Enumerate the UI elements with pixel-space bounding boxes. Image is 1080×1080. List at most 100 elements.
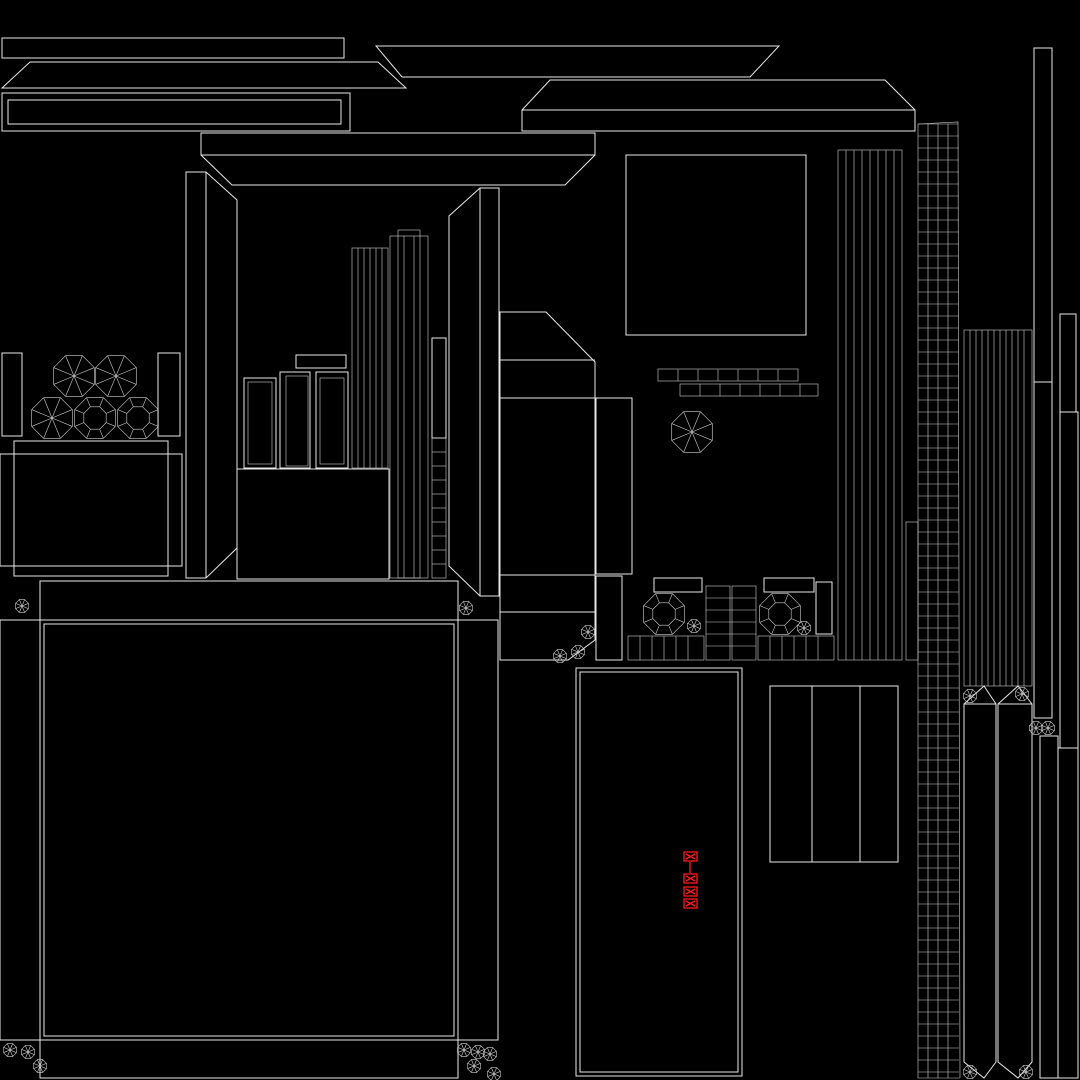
barrel-edge — [115, 375, 137, 385]
bolt-head-edge — [1025, 1065, 1029, 1073]
machines-group — [243, 337, 833, 635]
crate[interactable] — [243, 377, 277, 469]
pipe-column[interactable] — [397, 229, 421, 579]
selected-faces-group[interactable] — [683, 851, 698, 909]
bolt-head-edge — [39, 1065, 43, 1073]
bolt-head-edge — [473, 1059, 477, 1067]
crate[interactable] — [319, 377, 345, 465]
stairs[interactable] — [731, 585, 757, 661]
barrel-edge — [683, 431, 693, 453]
barrel-edge — [759, 605, 769, 610]
bolt-head-edge — [473, 1065, 477, 1073]
bolt-head-edge — [1033, 727, 1037, 735]
bolt-head-edge — [585, 631, 589, 639]
bolt-head-edge — [797, 627, 805, 631]
wall-side[interactable] — [1, 352, 23, 437]
crate-top[interactable] — [295, 354, 347, 369]
roof-slab[interactable] — [0, 61, 408, 89]
selected-face[interactable] — [683, 898, 698, 909]
bolt-head-edge — [21, 1051, 29, 1055]
bolt-head-edge — [37, 1059, 41, 1067]
bolt-head-edge — [463, 1047, 471, 1051]
barrel-edge — [668, 625, 673, 635]
bolt-head-edge — [9, 1047, 17, 1051]
bolt-head-edge — [487, 1071, 495, 1075]
crate[interactable] — [315, 371, 349, 469]
selected-face[interactable] — [683, 851, 698, 862]
wall-panel[interactable] — [0, 453, 183, 567]
bolt-head-edge — [575, 645, 579, 653]
bolt-head-edge — [1019, 693, 1023, 701]
bolt-head-edge — [1019, 687, 1023, 695]
beam[interactable] — [997, 685, 1033, 1079]
barrel-edge — [691, 431, 701, 453]
floor-tiles[interactable] — [627, 635, 705, 661]
vent-grate[interactable] — [963, 329, 1033, 687]
bolt-head-edge — [489, 1053, 497, 1057]
machine-block[interactable] — [815, 581, 833, 635]
crate[interactable] — [279, 371, 311, 469]
barrel-edge — [107, 355, 117, 377]
selected-face[interactable] — [683, 886, 698, 897]
barrel-stacks-group — [31, 355, 801, 635]
bolt-head-edge — [801, 621, 805, 629]
barrel-edge — [106, 422, 116, 427]
bolt-head-edge — [473, 1065, 481, 1069]
wall-panel[interactable] — [236, 468, 390, 580]
storage-box-bottom[interactable] — [39, 1039, 459, 1079]
bolt-head-edge — [553, 655, 561, 659]
roof-slab[interactable] — [7, 99, 342, 125]
roof-slab[interactable] — [374, 45, 781, 78]
bolt-head-edge — [1045, 727, 1049, 735]
bolt-head-edge — [467, 1065, 475, 1069]
wall-panel[interactable] — [13, 440, 169, 577]
pole[interactable] — [1057, 747, 1079, 1079]
window-panel[interactable] — [625, 154, 807, 336]
bolt-head-edge — [1025, 1071, 1029, 1079]
bolt-head-edge — [581, 631, 589, 635]
bolt-head-edge — [483, 1053, 491, 1057]
window-pane[interactable] — [859, 685, 899, 863]
wall-panel[interactable] — [595, 397, 633, 575]
beam[interactable] — [963, 685, 997, 1079]
bolt-head-edge — [559, 655, 567, 659]
bolt-head-edge — [969, 1071, 973, 1079]
bolt-head-edge — [963, 1069, 971, 1073]
bolt-head-edge — [491, 1073, 495, 1080]
floor-tiles[interactable] — [679, 383, 819, 397]
machine-base[interactable] — [763, 577, 815, 593]
barrel-edge — [106, 409, 116, 414]
roof-slab[interactable] — [1, 92, 351, 132]
bolt-head-edge — [967, 689, 971, 697]
crate[interactable] — [247, 381, 273, 465]
bolt-head-edge — [1035, 727, 1039, 735]
barrel-edge — [73, 355, 83, 377]
bolt-head-edge — [1045, 721, 1049, 729]
floor-panel[interactable] — [575, 667, 743, 1077]
barrel-edge — [115, 355, 125, 377]
roof-slab[interactable] — [1, 37, 345, 59]
bolt-head-edge — [1015, 693, 1023, 697]
floor-tiles[interactable] — [757, 635, 835, 661]
machine-base[interactable] — [653, 577, 703, 593]
barrel-edge — [51, 417, 73, 427]
wall-panel[interactable] — [499, 311, 596, 661]
selected-face[interactable] — [683, 873, 698, 884]
barrel-edge — [149, 409, 159, 414]
crate[interactable] — [285, 375, 309, 467]
barrel-edge — [691, 431, 713, 441]
bolt-head-edge — [21, 605, 25, 613]
bolt-head-edge — [693, 625, 697, 633]
pole[interactable] — [1033, 47, 1053, 719]
floor-tiles[interactable] — [657, 368, 799, 382]
wall-side[interactable] — [157, 352, 181, 437]
wall-panel[interactable] — [595, 575, 623, 661]
barrel-edge — [43, 417, 53, 439]
stairs[interactable] — [705, 585, 731, 661]
bolt-head-edge — [25, 1045, 29, 1053]
barrel-edge — [51, 417, 61, 439]
barrel-edge — [73, 375, 83, 397]
bolt-head-edge — [585, 625, 589, 633]
barrel-edge — [643, 618, 653, 623]
